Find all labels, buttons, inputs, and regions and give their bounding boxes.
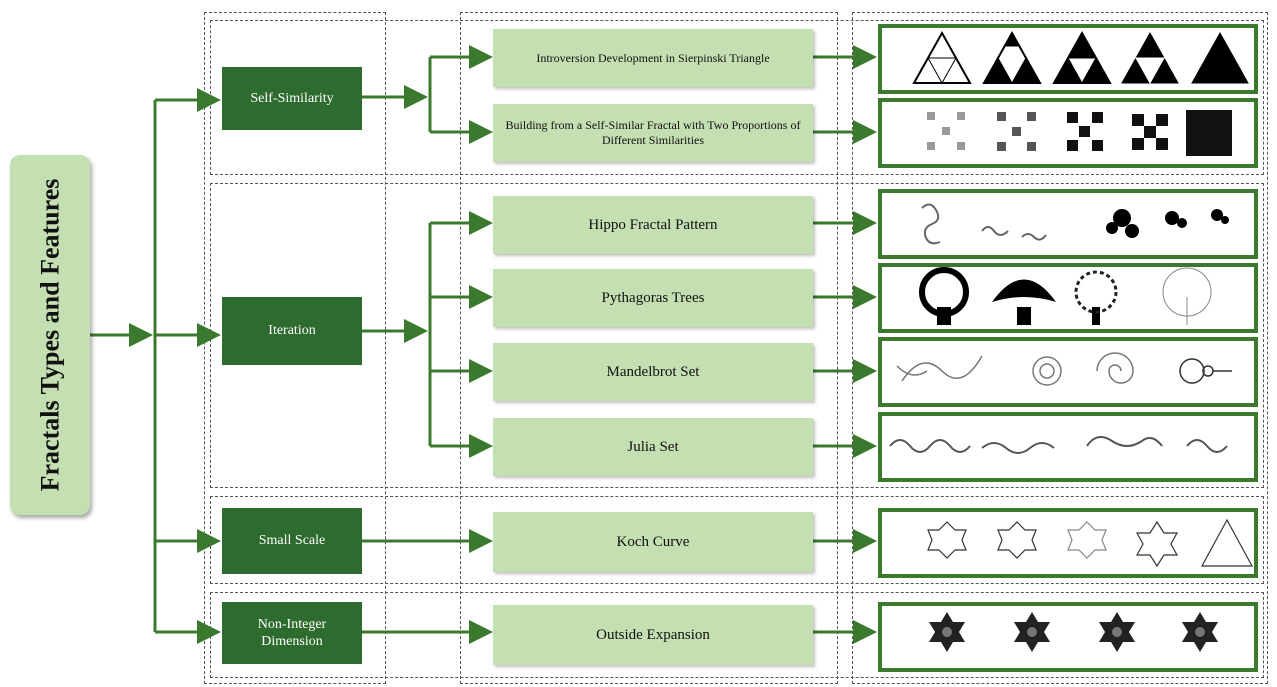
item-julia-set: Julia Set [493, 418, 813, 476]
hippo-fractal-image [878, 189, 1258, 259]
root-node: Fractals Types and Features [10, 155, 90, 515]
mandelbrot-set-image [878, 337, 1258, 407]
item-pythagoras-trees: Pythagoras Trees [493, 269, 813, 327]
outside-expansion-image [878, 602, 1258, 672]
item-self-similar-fractal: Building from a Self-Similar Fractal wit… [493, 104, 813, 162]
item-mandelbrot-set: Mandelbrot Set [493, 343, 813, 401]
item-hippo-fractal: Hippo Fractal Pattern [493, 196, 813, 254]
category-self-similarity: Self-Similarity [222, 67, 362, 130]
category-non-integer-dimension: Non-Integer Dimension [222, 602, 362, 664]
item-outside-expansion: Outside Expansion [493, 605, 813, 665]
category-iteration: Iteration [222, 297, 362, 365]
column-frame-items [460, 12, 838, 684]
root-label: Fractals Types and Features [35, 178, 64, 492]
item-sierpinski: Introversion Development in Sierpinski T… [493, 29, 813, 87]
category-small-scale: Small Scale [222, 508, 362, 574]
pythagoras-trees-image [878, 263, 1258, 333]
koch-curve-image [878, 508, 1258, 578]
julia-set-image [878, 412, 1258, 482]
self-similar-fractal-image [878, 98, 1258, 168]
column-frame-images [852, 12, 1268, 684]
sierpinski-triangle-image [878, 24, 1258, 94]
column-frame-categories [204, 12, 386, 684]
item-koch-curve: Koch Curve [493, 512, 813, 572]
